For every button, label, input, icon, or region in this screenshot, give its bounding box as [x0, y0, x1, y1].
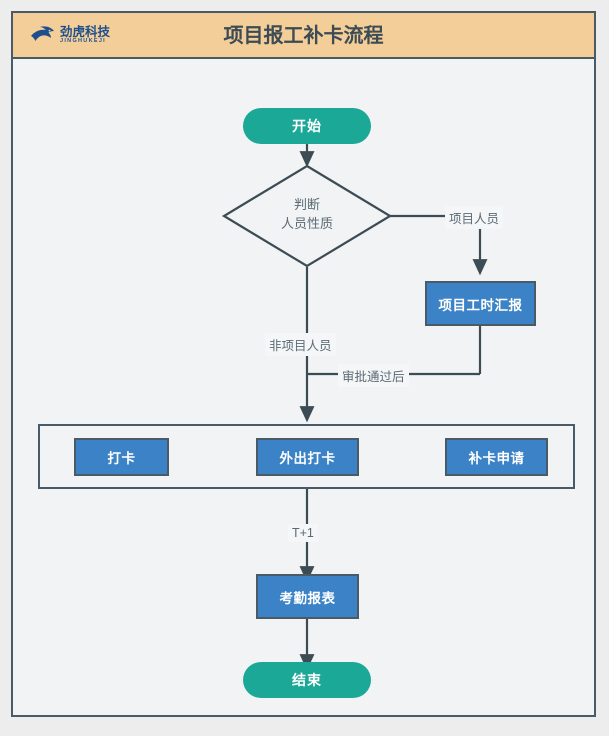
- node-decision-label: 判断 人员性质: [280, 197, 333, 231]
- edge-label-after-approval: 审批通过后: [338, 364, 409, 387]
- node-attendance-report[interactable]: 考勤报表: [256, 574, 359, 619]
- edge-label-non-project-staff: 非项目人员: [265, 333, 336, 356]
- diagram-card: 劲虎科技 JINGHUKEJI 项目报工补卡流程: [11, 11, 596, 717]
- brand-subtitle: JINGHUKEJI: [60, 38, 107, 44]
- diagram-header: 劲虎科技 JINGHUKEJI 项目报工补卡流程: [13, 13, 594, 59]
- node-start[interactable]: 开始: [243, 108, 371, 144]
- node-start-label: 开始: [292, 118, 322, 134]
- node-makeup-card-application-label: 补卡申请: [468, 451, 525, 466]
- node-end-label: 结束: [292, 672, 322, 688]
- diagram-canvas: 开始 判断 人员性质 项目人员 项目工时汇报 非项目人员 审批通过后 打卡 外出…: [13, 59, 594, 715]
- brand-text-block: 劲虎科技 JINGHUKEJI: [60, 24, 111, 45]
- node-out-punch-card-label: 外出打卡: [279, 451, 336, 466]
- node-punch-card-label: 打卡: [107, 451, 136, 466]
- edge-label-project-staff: 项目人员: [445, 206, 504, 229]
- node-attendance-report-label: 考勤报表: [279, 590, 336, 606]
- node-project-hours-report[interactable]: 项目工时汇报: [425, 281, 536, 326]
- node-out-punch-card[interactable]: 外出打卡: [256, 438, 359, 476]
- node-punch-card[interactable]: 打卡: [74, 438, 169, 476]
- brand-logo: 劲虎科技 JINGHUKEJI: [30, 19, 110, 51]
- edge-label-t-plus-one: T+1: [288, 524, 318, 542]
- attendance-actions-group: [38, 424, 575, 489]
- node-makeup-card-application[interactable]: 补卡申请: [445, 438, 548, 476]
- brand-name: 劲虎科技: [60, 24, 111, 39]
- jinghu-fish-logo-icon: [31, 26, 54, 41]
- node-project-hours-report-label: 项目工时汇报: [438, 297, 523, 313]
- node-end[interactable]: 结束: [243, 662, 371, 698]
- decision-diamond: [221, 164, 393, 268]
